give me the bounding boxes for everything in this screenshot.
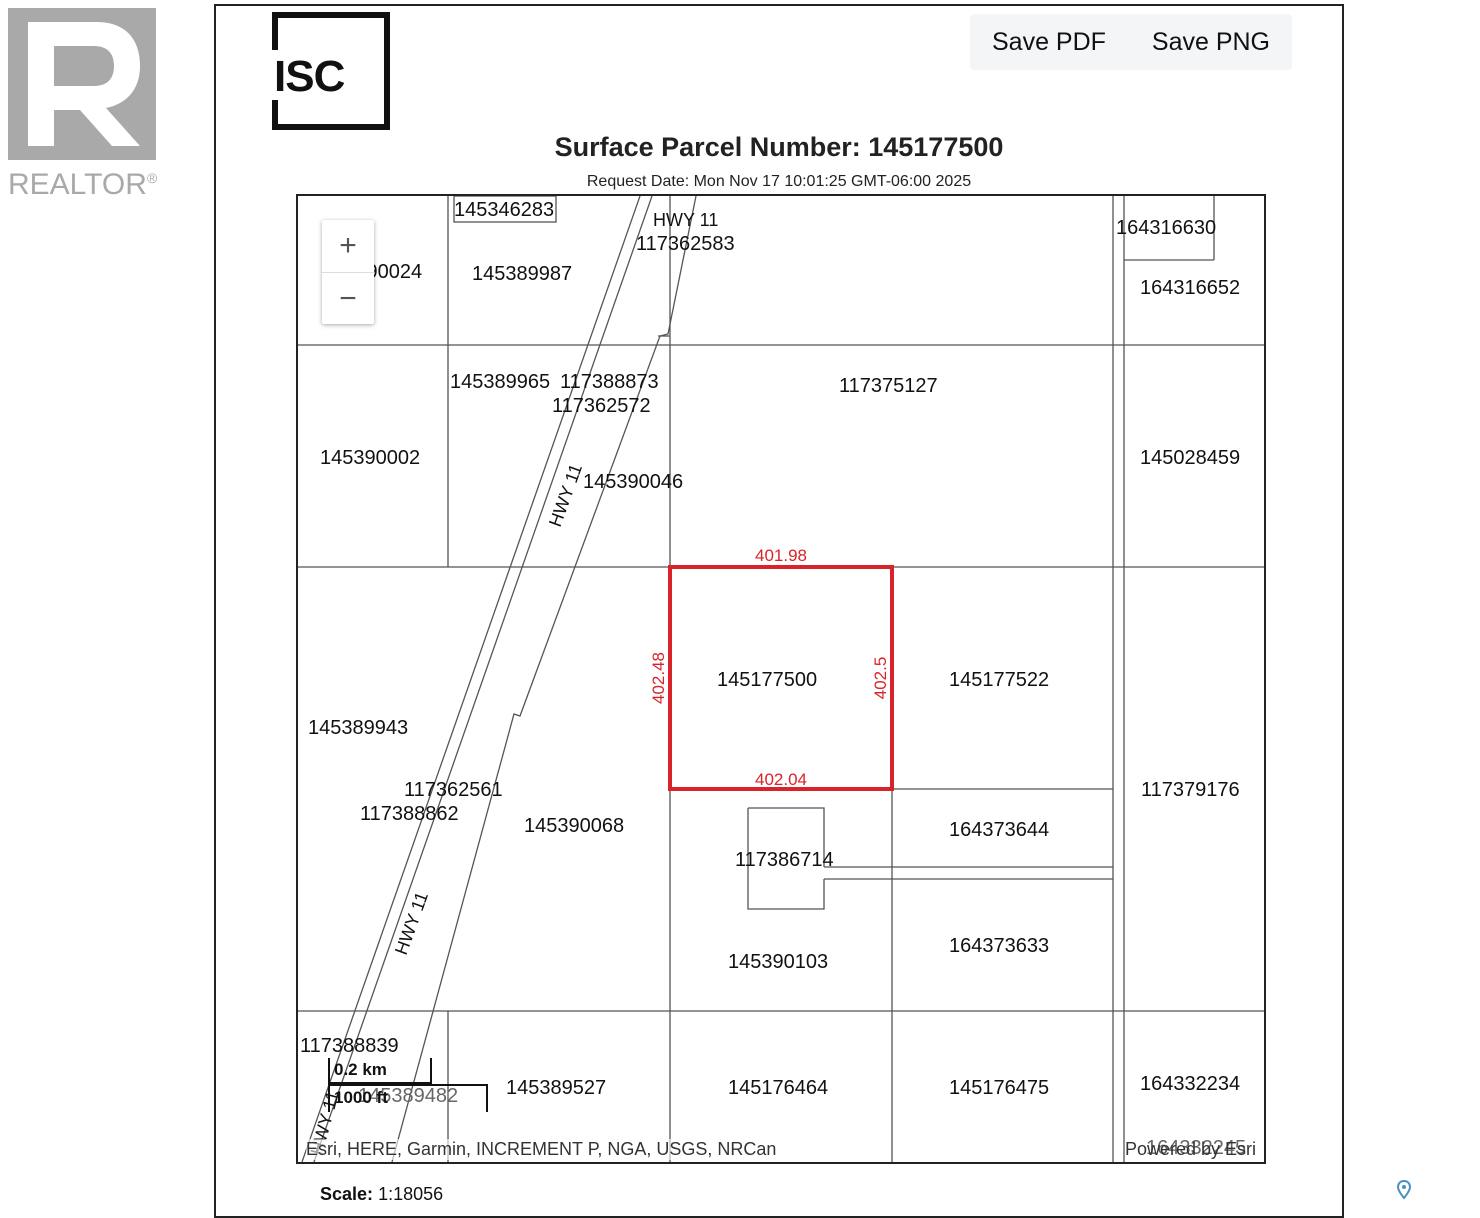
parcel-label: 145176475 xyxy=(949,1077,1049,1099)
parcel-label: 145389943 xyxy=(308,717,408,739)
parcel-label: 164316630 xyxy=(1116,217,1216,239)
parcel-label: 145390068 xyxy=(524,815,624,837)
dim-right: 402.5 xyxy=(871,657,890,700)
parcel-label: 145177522 xyxy=(949,669,1049,691)
subject-dimensions: 401.98 402.04 402.48 402.5 xyxy=(649,546,890,789)
parcel-label: 117362561 xyxy=(404,779,503,801)
parcel-labels: 145346283 HWY 11 117362583 164316630 145… xyxy=(300,199,1246,1159)
dim-left: 402.48 xyxy=(649,652,668,704)
subject-parcel-label: 145177500 xyxy=(717,669,817,691)
save-png-button[interactable]: Save PNG xyxy=(1151,27,1270,56)
parcel-label: 117362572 xyxy=(552,395,651,417)
parcel-label: 164373644 xyxy=(949,819,1049,841)
parcel-label: 117388839 xyxy=(300,1035,399,1057)
parcel-label: 145390103 xyxy=(728,951,828,973)
parcel-label: 145389527 xyxy=(506,1077,606,1099)
save-pdf-button[interactable]: Save PDF xyxy=(992,27,1106,56)
realtor-r-icon xyxy=(8,8,156,160)
request-date: Request Date: Mon Nov 17 10:01:25 GMT-06… xyxy=(586,173,972,190)
road-label: HWY 11 xyxy=(545,461,586,529)
map-scale-text: Scale: 1:18056 xyxy=(320,1184,444,1204)
realtor-logo: REALTOR® xyxy=(8,8,168,201)
scale-km-label: 0.2 km xyxy=(334,1060,387,1079)
parcel-label: 117362583 xyxy=(636,233,735,255)
parcel-label: 145028459 xyxy=(1140,447,1240,469)
isc-logo: ISC xyxy=(270,12,390,130)
parcel-label: 145346283 xyxy=(454,199,554,221)
parcel-label: 145389482 xyxy=(358,1085,458,1107)
scale-ft-label: 1000 ft xyxy=(334,1088,388,1107)
parcel-label: 145390046 xyxy=(583,471,683,493)
page-title: Surface Parcel Number: 145177500 xyxy=(554,132,1004,162)
parcel-label: 117388862 xyxy=(360,803,459,825)
parcel-label: 145176464 xyxy=(728,1077,828,1099)
dim-top: 401.98 xyxy=(755,546,807,565)
zoom-in-button[interactable]: + xyxy=(339,229,357,262)
parcel-label: 145389987 xyxy=(472,263,572,285)
scale-bar: 0.2 km 1000 ft xyxy=(322,1054,492,1124)
realtor-wordmark: REALTOR® xyxy=(8,168,158,201)
parcel-label: 145389965 xyxy=(450,371,550,393)
parcel-report-sheet: ISC Save PDF Save PNG Surface Parcel Num… xyxy=(214,4,1344,1218)
parcel-map-canvas: 401.98 402.04 402.48 402.5 145346283 HWY… xyxy=(298,196,1264,1162)
dim-bottom: 402.04 xyxy=(755,770,807,789)
powered-by-esri[interactable]: Powered by Esri xyxy=(1124,1139,1256,1159)
parcel-label: 117388873 xyxy=(560,371,659,393)
road-label: HWY 11 xyxy=(653,210,718,230)
parcel-label: 145390002 xyxy=(320,447,420,469)
parcel-label: 164332234 xyxy=(1140,1073,1240,1095)
parcel-label: 164316652 xyxy=(1140,277,1240,299)
parcel-label: 117379176 xyxy=(1141,779,1240,801)
subject-parcel-outline xyxy=(668,565,894,791)
map-attribution: Esri, HERE, Garmin, INCREMENT P, NGA, US… xyxy=(306,1139,777,1160)
zoom-out-button[interactable]: − xyxy=(322,272,374,324)
parcel-label: 117375127 xyxy=(839,375,938,397)
zoom-control: + − xyxy=(322,220,374,324)
parcel-label: 117386714 xyxy=(735,849,834,871)
parcel-label: 164332245 xyxy=(1146,1137,1246,1159)
parcel-map[interactable]: 401.98 402.04 402.48 402.5 145346283 HWY… xyxy=(296,194,1266,1164)
parcel-label: 164373633 xyxy=(949,935,1049,957)
export-toolbar: Save PDF Save PNG xyxy=(970,14,1292,70)
location-pin-icon xyxy=(1396,1180,1412,1200)
